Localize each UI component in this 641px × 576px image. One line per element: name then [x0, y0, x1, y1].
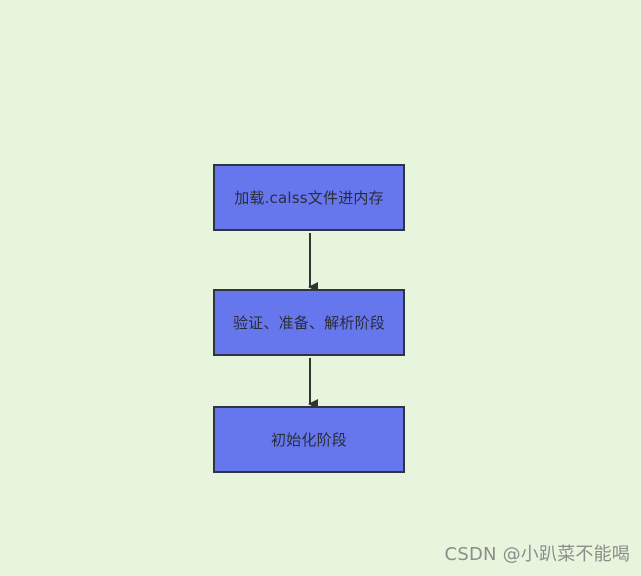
flow-node-label: 验证、准备、解析阶段: [232, 314, 385, 332]
flow-node-verify-prepare-resolve: 验证、准备、解析阶段: [213, 289, 405, 356]
flow-node-initialization: 初始化阶段: [213, 406, 405, 473]
flow-node-label: 加载.calss文件进内存: [234, 189, 384, 207]
flow-node-load-class-file: 加载.calss文件进内存: [213, 164, 405, 231]
watermark-text: CSDN @小趴菜不能喝: [444, 544, 630, 565]
flow-node-label: 初始化阶段: [270, 431, 347, 449]
